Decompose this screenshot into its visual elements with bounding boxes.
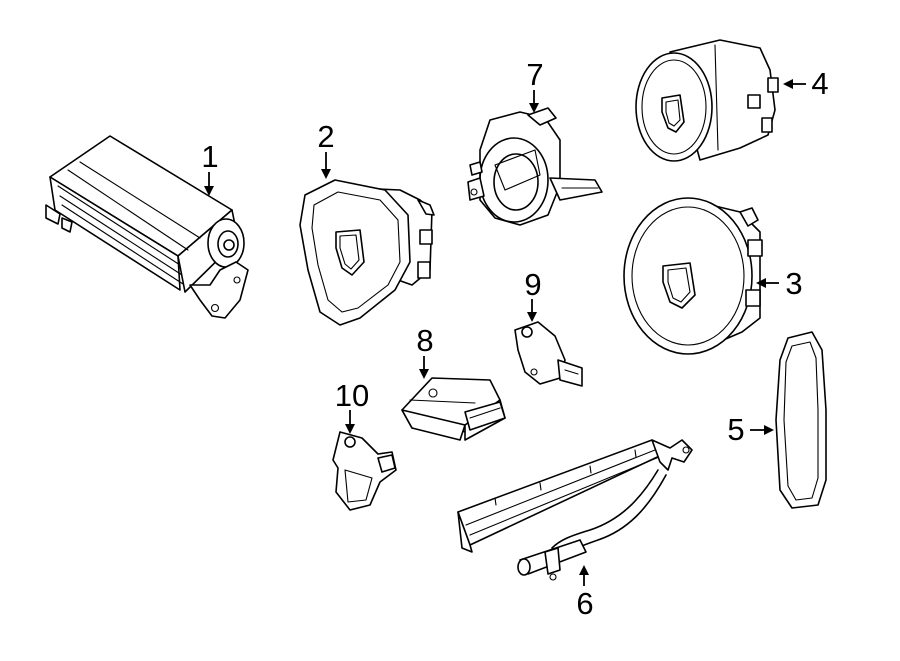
callout-1: 1	[201, 139, 219, 196]
callout-2-number: 2	[317, 119, 334, 154]
callout-6: 6	[576, 565, 594, 621]
callout-9: 9	[524, 267, 542, 322]
part-6-curtain-airbag[interactable]	[457, 439, 693, 581]
callout-8: 8	[416, 323, 434, 379]
callout-7: 7	[526, 57, 544, 113]
callout-1-number: 1	[201, 139, 218, 174]
callout-8-number: 8	[416, 323, 433, 358]
part-8-control-module[interactable]	[401, 377, 506, 441]
part-4-passenger-airbag[interactable]	[635, 39, 779, 162]
part-7-clock-spring[interactable]	[467, 107, 603, 226]
part-5-trim-panel[interactable]	[775, 331, 827, 509]
part-2-driver-airbag[interactable]	[299, 179, 435, 326]
callout-10-number: 10	[335, 378, 369, 413]
callout-2: 2	[317, 119, 335, 179]
part-3-side-airbag[interactable]	[623, 197, 763, 355]
callout-4: 4	[783, 66, 829, 101]
part-1-knee-airbag[interactable]	[45, 135, 249, 319]
part-10-side-sensor[interactable]	[332, 431, 397, 511]
callout-4-number: 4	[811, 66, 828, 101]
callout-3-number: 3	[785, 266, 802, 301]
callout-7-number: 7	[526, 57, 543, 92]
callout-5-number: 5	[727, 412, 744, 447]
callout-10: 10	[335, 378, 369, 434]
callout-5: 5	[727, 412, 774, 447]
callout-9-number: 9	[524, 267, 541, 302]
callout-6-number: 6	[576, 586, 593, 621]
callout-3: 3	[756, 266, 803, 301]
part-9-impact-sensor[interactable]	[514, 321, 583, 387]
